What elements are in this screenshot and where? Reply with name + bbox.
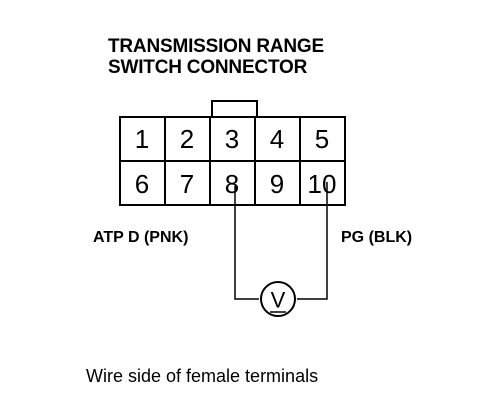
- pin-5: 5: [315, 124, 329, 154]
- pin-row-2: 6 7 8 9 10: [135, 169, 337, 199]
- pin-3: 3: [225, 124, 239, 154]
- diagram-title: TRANSMISSION RANGE SWITCH CONNECTOR: [108, 36, 324, 78]
- probe-wire-left: [234, 186, 259, 300]
- voltmeter-icon: V: [260, 281, 296, 317]
- pin-4: 4: [270, 124, 284, 154]
- connector-grid: [120, 117, 345, 205]
- left-terminal-label: ATP D (PNK): [93, 229, 189, 246]
- title-line-1: TRANSMISSION RANGE: [108, 36, 324, 57]
- pin-10: 10: [308, 169, 337, 199]
- pin-9: 9: [270, 169, 284, 199]
- probe-wire-right: [297, 182, 328, 300]
- pin-6: 6: [135, 169, 149, 199]
- pin-row-1: 1 2 3 4 5: [135, 124, 329, 154]
- pin-8: 8: [225, 169, 239, 199]
- voltmeter-symbol: V: [271, 288, 286, 313]
- diagram-caption: Wire side of female terminals: [86, 366, 319, 386]
- title-line-2: SWITCH CONNECTOR: [108, 57, 308, 78]
- pin-7: 7: [180, 169, 194, 199]
- pin-1: 1: [135, 124, 149, 154]
- connector-lock-tab: [211, 100, 258, 118]
- pin-2: 2: [180, 124, 194, 154]
- right-terminal-label: PG (BLK): [341, 229, 413, 246]
